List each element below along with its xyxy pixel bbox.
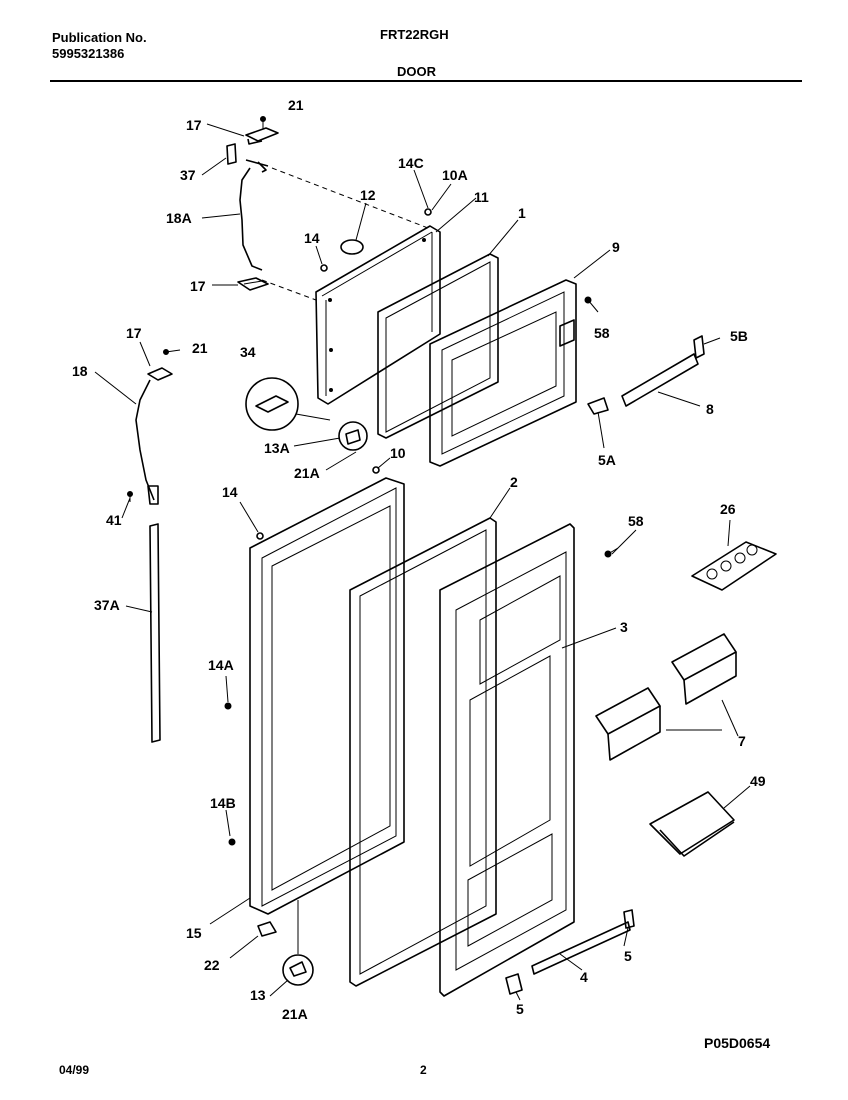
callout-14B: 14B: [210, 795, 236, 811]
shelf-end-5B: [693, 335, 705, 359]
hinge-cover-37: [226, 143, 237, 165]
plug-14B: [228, 838, 236, 846]
section-title: DOOR: [397, 64, 436, 79]
bottom-hinge-17: [237, 277, 269, 291]
callout-5: 5: [516, 1001, 524, 1017]
callout-21: 21: [192, 340, 208, 356]
callout-10: 10: [390, 445, 406, 461]
door-bin-49: [649, 791, 735, 857]
callout-37: 37: [180, 167, 196, 183]
plug-12: [340, 239, 364, 255]
callout-12: 12: [360, 187, 376, 203]
callout-21: 21: [288, 97, 304, 113]
callout-3: 3: [620, 619, 628, 635]
screw-41: [127, 491, 133, 502]
door-shelf-7a: [595, 687, 661, 761]
fresh-food-door-liner-3: [439, 523, 575, 997]
callout-18: 18: [72, 363, 88, 379]
bottom-rail-4: [531, 921, 631, 975]
rail-end-5-left: [505, 973, 523, 995]
callout-11: 11: [474, 189, 489, 205]
door-stop-22: [257, 921, 277, 937]
callout-5A: 5A: [598, 452, 616, 468]
alignment-line-bottom: [261, 279, 317, 301]
callout-14C: 14C: [398, 155, 424, 171]
callout-34: 34: [240, 344, 256, 360]
freezer-door-liner-1: [429, 279, 577, 467]
hinge-pin-13: [282, 954, 314, 986]
callout-5B: 5B: [730, 328, 748, 344]
callout-10A: 10A: [442, 167, 468, 183]
callout-5: 5: [624, 948, 632, 964]
callout-15: 15: [186, 925, 202, 941]
callout-22: 22: [204, 957, 220, 973]
callout-37A: 37A: [94, 597, 120, 613]
plug-14A: [224, 702, 232, 710]
callout-26: 26: [720, 501, 736, 517]
callout-17: 17: [186, 117, 202, 133]
plug-14-mid: [256, 532, 264, 540]
shelf-end-5A: [587, 397, 609, 415]
callout-9: 9: [612, 239, 620, 255]
model-number: FRT22RGH: [380, 27, 449, 42]
shelf-rail-8: [621, 353, 699, 407]
screw-58-top: [584, 296, 599, 313]
publication-label: Publication No.: [52, 30, 147, 45]
callout-21A: 21A: [294, 465, 320, 481]
plug-14: [320, 264, 328, 272]
handle-pad-34: [245, 377, 299, 431]
alignment-line-top: [271, 167, 429, 229]
callout-14: 14: [222, 484, 238, 500]
egg-tray-26: [691, 541, 777, 591]
callout-7: 7: [738, 733, 746, 749]
hinge-cover-37A: [149, 523, 161, 743]
hinge-bar-18A: [239, 159, 269, 271]
hinge-bar-18: [135, 379, 159, 505]
callout-41: 41: [106, 512, 122, 528]
callout-58: 58: [628, 513, 644, 529]
header-rule: [50, 80, 802, 82]
callout-8: 8: [706, 401, 714, 417]
screw-10A: [424, 208, 432, 216]
leader-lines: [94, 123, 751, 1001]
callout-13: 13: [250, 987, 266, 1003]
callout-4: 4: [580, 969, 588, 985]
callout-49: 49: [750, 773, 766, 789]
footer-page-number: 2: [420, 1063, 427, 1077]
callout-14: 14: [304, 230, 320, 246]
hinge-pin-13A: [338, 421, 368, 451]
callout-18A: 18A: [166, 210, 192, 226]
screw-10: [372, 466, 380, 474]
fresh-food-gasket-2: [349, 517, 497, 987]
door-shelf-7b: [671, 633, 737, 705]
callout-1: 1: [518, 205, 526, 221]
footer-date: 04/99: [59, 1063, 90, 1077]
rail-end-5-right: [623, 909, 635, 929]
callout-14A: 14A: [208, 657, 234, 673]
callout-17: 17: [126, 325, 142, 341]
callout-labels: 21 17 37 18A 17 14 12 14C 10A 11 1 9 58 …: [72, 97, 766, 1022]
callout-58: 58: [594, 325, 610, 341]
diagram-code: P05D0654: [704, 1035, 771, 1051]
top-hinge-17-left: [147, 349, 181, 381]
freezer-door-outer-panel: [315, 225, 441, 405]
callout-2: 2: [510, 474, 518, 490]
top-hinge-17: [245, 116, 279, 145]
callout-13A: 13A: [264, 440, 290, 456]
callout-17: 17: [190, 278, 206, 294]
freezer-gasket-11: [377, 253, 499, 439]
publication-number: 5995321386: [52, 46, 125, 61]
callout-21A: 21A: [282, 1006, 308, 1022]
fresh-food-door-outer-15: [249, 477, 405, 915]
